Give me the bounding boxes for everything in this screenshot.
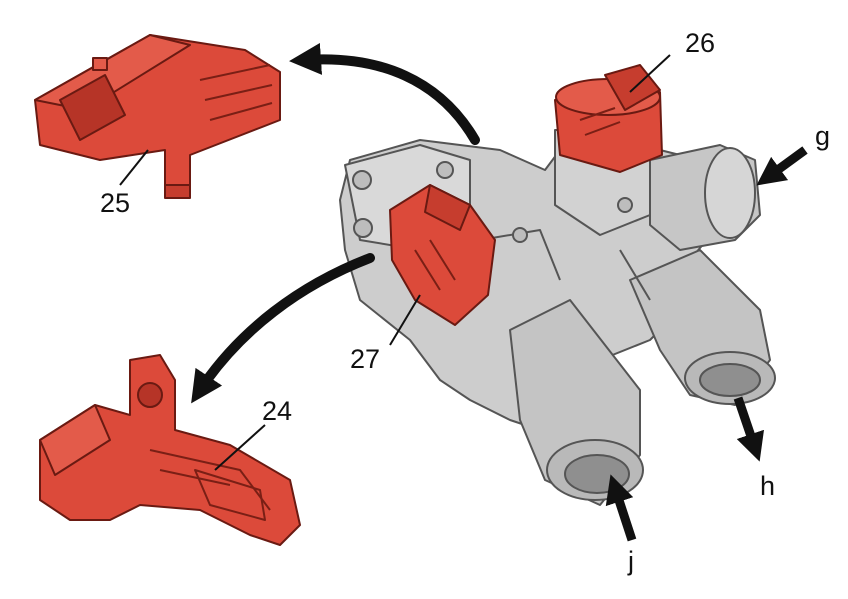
temp-sensor-27: [389, 184, 496, 326]
callout-27: 27: [350, 344, 380, 374]
flow-arrow-h: [733, 396, 764, 462]
flow-label-g: g: [815, 121, 830, 151]
temp-sensor-26: [554, 64, 663, 173]
callout-26: 26: [685, 28, 715, 58]
flow-arrow-j: [605, 474, 637, 542]
flow-label-h: h: [760, 471, 775, 501]
map-sensor-25: [34, 34, 281, 199]
thermostat-housing: [339, 129, 776, 506]
flow-label-j: j: [627, 546, 634, 576]
speed-sensor-24: [39, 354, 301, 546]
leader-lines: [119, 54, 671, 471]
callout-24: 24: [262, 396, 292, 426]
move-arrow-to-25: [289, 42, 480, 145]
flow-arrow-g: [756, 146, 808, 186]
callout-25: 25: [100, 188, 130, 218]
move-arrow-to-24: [191, 253, 375, 404]
